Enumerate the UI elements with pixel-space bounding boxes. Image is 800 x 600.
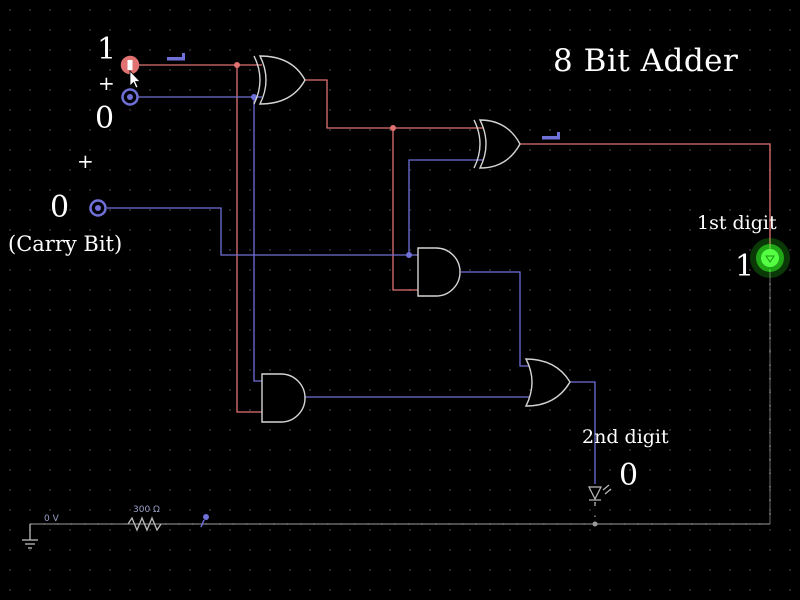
- indicator-tick: [557, 132, 560, 136]
- ground-rail-solid: [30, 270, 771, 527]
- second-digit-label: 2nd digit: [582, 426, 669, 448]
- wire-a-to-and2: [236, 65, 262, 413]
- probe-tip: [203, 514, 209, 520]
- low-wires: [107, 94, 596, 484]
- wire-or-to-led2: [570, 381, 596, 484]
- xor-gate-icon[interactable]: [253, 55, 306, 105]
- carry-input-value: 0: [50, 190, 70, 225]
- junction-dot: [406, 252, 412, 258]
- toggle-switch-icon[interactable]: [121, 88, 139, 106]
- resistor-icon: [127, 516, 162, 532]
- wire-xor2-to-led1: [520, 143, 771, 258]
- voltage-label: 0 V: [44, 514, 59, 524]
- first-digit-value: 1: [735, 249, 755, 284]
- first-digit-label: 1st digit: [697, 212, 777, 234]
- toggle-switch-icon[interactable]: [89, 199, 107, 217]
- led-icon: [588, 484, 612, 506]
- voltage-indicator: [542, 132, 560, 140]
- led-emission-arrows: [602, 484, 612, 495]
- mouse-cursor-icon: [129, 70, 141, 89]
- plus-sign: +: [77, 149, 94, 173]
- led-diode-triangle: [588, 486, 602, 501]
- junction-dot: [390, 125, 396, 131]
- probe-lead: [200, 519, 205, 528]
- wire-and1-to-or: [461, 271, 530, 367]
- carry-bit-label: (Carry Bit): [8, 232, 123, 256]
- wire-b-to-and2: [253, 97, 262, 382]
- wire-carry-to-xor2: [408, 159, 484, 255]
- plus-sign: +: [98, 71, 115, 95]
- junction-dot: [592, 521, 598, 527]
- xor-gate-body: [478, 119, 521, 169]
- second-digit-value: 0: [619, 458, 639, 493]
- xor-gate-icon[interactable]: [473, 119, 521, 169]
- and-gate-icon[interactable]: [261, 373, 306, 423]
- switch-a-handle: [127, 60, 133, 70]
- junction-dot: [251, 94, 257, 100]
- xor-gate-back-curve: [253, 55, 261, 105]
- ground-icon: [22, 524, 38, 549]
- indicator-bar: [167, 57, 185, 61]
- high-wires: [138, 62, 771, 413]
- switch-carry-center: [95, 205, 101, 211]
- and-gate-body: [261, 373, 306, 423]
- resistor-label: 300 Ω: [133, 505, 160, 515]
- indicator-bar: [542, 136, 560, 140]
- input-a-value: 1: [97, 32, 117, 67]
- indicator-tick: [182, 53, 185, 57]
- junction-dot: [234, 62, 240, 68]
- led-core: [761, 249, 779, 267]
- voltage-indicator: [167, 53, 185, 61]
- xor-gate-back-curve: [473, 119, 481, 169]
- and-gate-body: [417, 247, 461, 297]
- wire-carry-to-and1: [107, 207, 418, 256]
- switch-b-center: [127, 94, 133, 100]
- led-diode-symbol: [765, 255, 775, 263]
- diagram-title: 8 Bit Adder: [553, 43, 739, 79]
- or-gate-icon[interactable]: [524, 358, 571, 407]
- wire-xor1-to-and1: [392, 128, 418, 291]
- led-icon: [750, 238, 790, 278]
- wire-xor1-to-xor2: [305, 79, 484, 129]
- or-gate-body: [524, 358, 571, 407]
- and-gate-icon[interactable]: [417, 247, 461, 297]
- probe-icon: [200, 514, 209, 528]
- input-b-value: 0: [95, 101, 115, 136]
- xor-gate-body: [258, 55, 306, 105]
- toggle-switch-icon[interactable]: [120, 55, 140, 75]
